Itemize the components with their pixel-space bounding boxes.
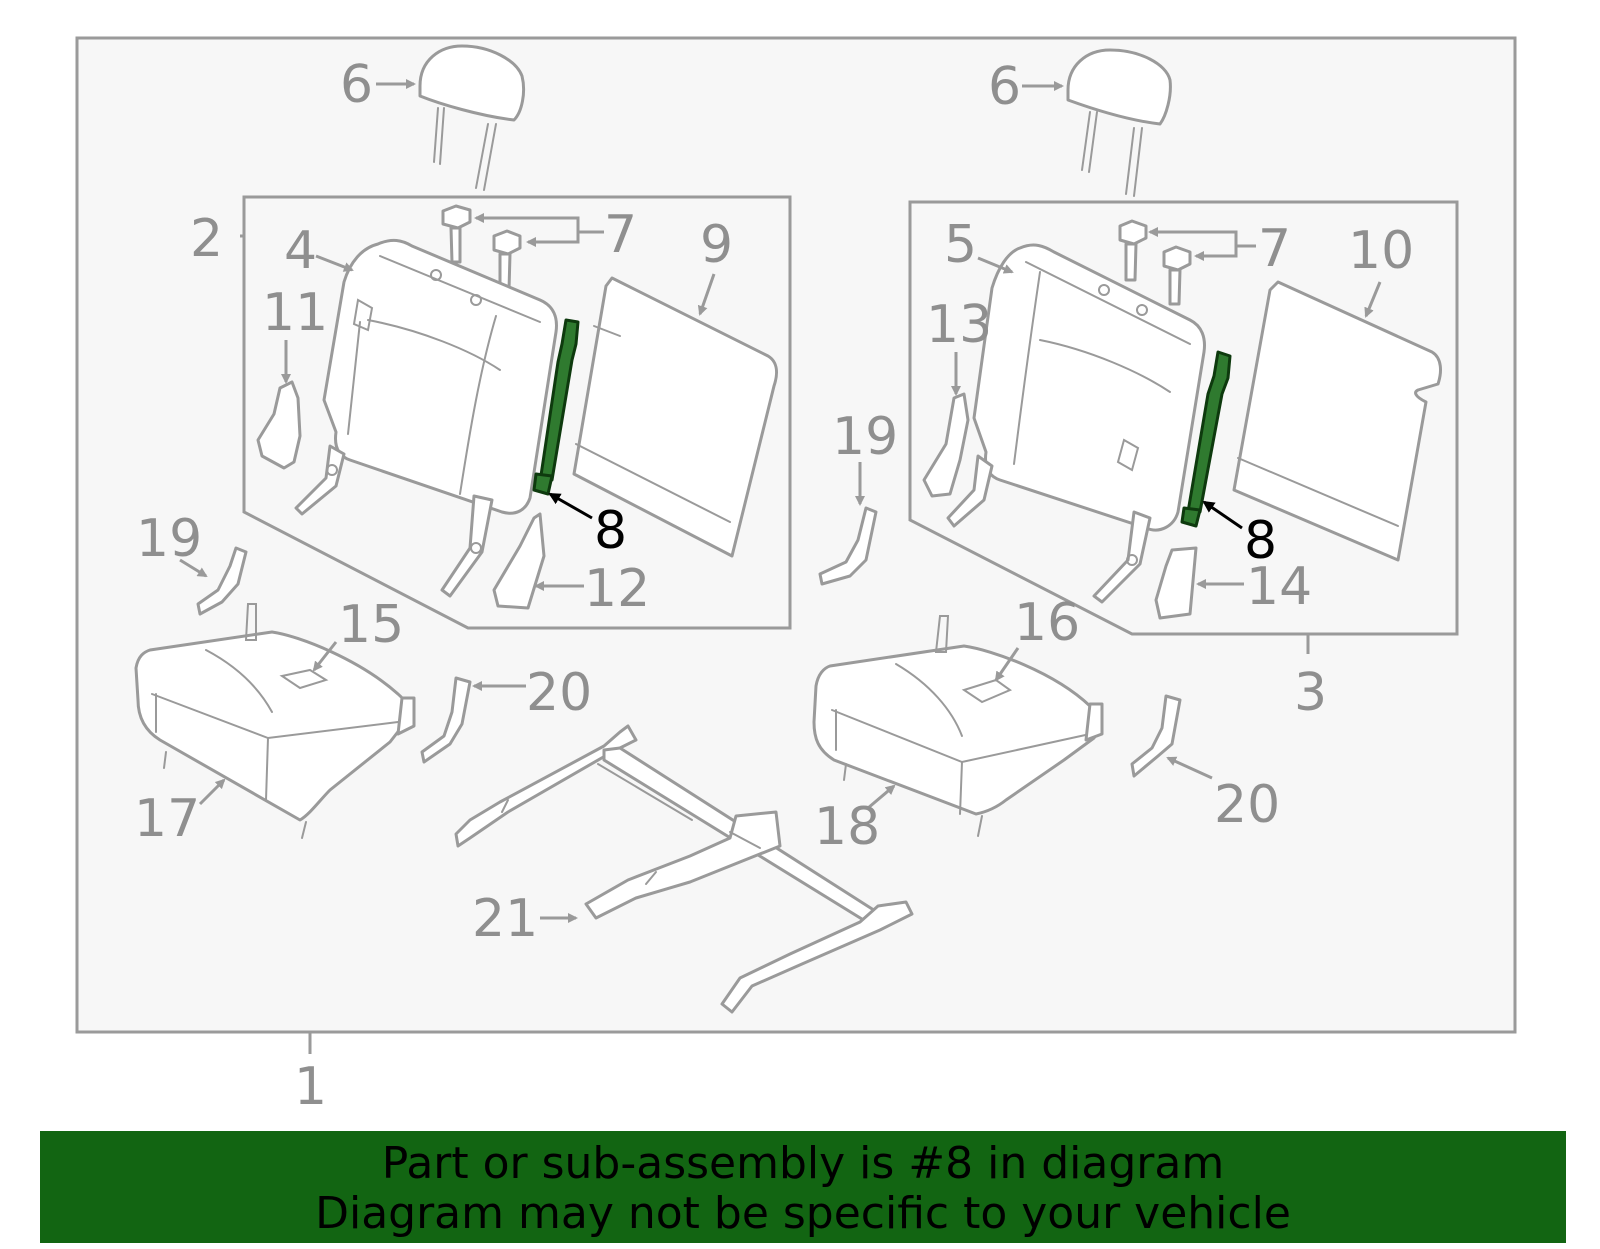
headrest-right — [1066, 48, 1172, 197]
callout-7-right: 7 — [1258, 219, 1291, 279]
seatback-panel-right — [1232, 280, 1442, 562]
callout-7-left: 7 — [604, 205, 637, 265]
callout-2: 2 — [190, 209, 223, 269]
callout-8-left: 8 — [594, 501, 627, 561]
hinge-left-seatback-outer — [440, 494, 494, 598]
callout-4: 4 — [284, 221, 317, 281]
seatback-panel-left — [572, 276, 778, 558]
trim-cover-11 — [256, 380, 302, 470]
seatback-right — [972, 243, 1206, 532]
highlighted-part-8-left — [532, 318, 580, 496]
seat-cushion-left — [134, 603, 416, 839]
callout-16: 16 — [1014, 593, 1080, 653]
highlighted-part-8-right — [1180, 350, 1232, 528]
callout-9: 9 — [700, 215, 733, 275]
assembly-frame — [75, 36, 1517, 1034]
callout-19-left: 19 — [136, 509, 202, 569]
bracket-19-left — [196, 546, 248, 616]
seatback-left — [322, 238, 558, 515]
callout-12: 12 — [584, 559, 650, 619]
callout-21: 21 — [472, 889, 538, 949]
headrest-left — [418, 44, 526, 191]
callout-3: 3 — [1294, 663, 1327, 723]
bracket-20-left — [420, 676, 472, 764]
hinge-right-seatback-inner — [946, 454, 994, 528]
info-banner: Part or sub-assembly is #8 in diagram Di… — [40, 1131, 1566, 1243]
seat-cushion-right — [812, 615, 1104, 837]
callout-6-right: 6 — [988, 57, 1021, 117]
callout-10: 10 — [1348, 221, 1414, 281]
callout-18: 18 — [814, 797, 880, 857]
headrest-guides-left — [441, 204, 522, 292]
left-seatback-group-box — [242, 195, 792, 630]
callout-11: 11 — [262, 283, 328, 343]
callout-20-right: 20 — [1214, 775, 1280, 835]
banner-line-2: Diagram may not be specific to your vehi… — [315, 1188, 1291, 1239]
right-seatback-group-box — [908, 200, 1459, 636]
callout-14: 14 — [1246, 557, 1312, 617]
trim-cover-12 — [492, 512, 546, 610]
headrest-guides-right — [1118, 219, 1192, 306]
seat-frame — [454, 724, 914, 1014]
bracket-20-right — [1130, 694, 1182, 778]
callout-20-left: 20 — [526, 663, 592, 723]
callout-13: 13 — [926, 295, 992, 355]
callout-5: 5 — [944, 215, 977, 275]
hinge-left-seatback-inner — [294, 444, 346, 516]
callout-19-right: 19 — [832, 407, 898, 467]
hinge-right-seatback-outer — [1092, 510, 1152, 604]
bracket-19-right — [818, 506, 878, 586]
callout-8-right: 8 — [1244, 511, 1277, 571]
callout-15: 15 — [338, 595, 404, 655]
trim-cover-14 — [1154, 546, 1198, 620]
callout-17: 17 — [134, 789, 200, 849]
callout-1: 1 — [294, 1057, 327, 1117]
callout-6-left: 6 — [340, 55, 373, 115]
banner-line-1: Part or sub-assembly is #8 in diagram — [381, 1138, 1225, 1189]
leader-lines — [179, 79, 1382, 1054]
trim-cover-13 — [922, 392, 970, 498]
